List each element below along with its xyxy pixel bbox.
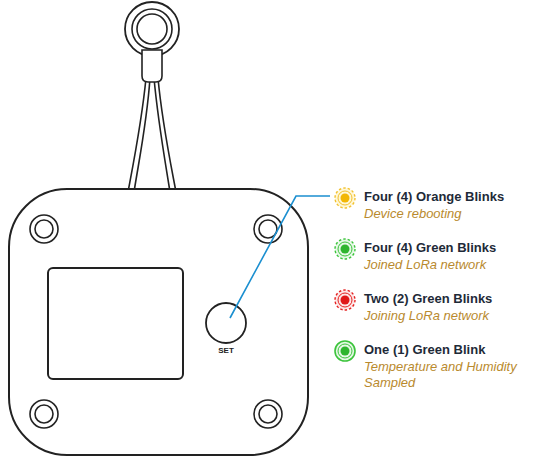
- led-icon: [335, 341, 355, 361]
- status-title: Four (4) Green Blinks: [364, 240, 496, 256]
- status-description: Temperature and Humidity Sampled: [364, 359, 539, 390]
- led-icon: [335, 239, 355, 259]
- lanyard-strap: [154, 78, 176, 192]
- led-icon: [335, 188, 355, 208]
- lanyard-ring: [132, 9, 172, 49]
- status-description: Joined LoRa network: [364, 257, 539, 273]
- status-description: Joining LoRa network: [364, 308, 539, 324]
- status-description: Device rebooting: [364, 206, 539, 222]
- screw-holes: [30, 215, 282, 428]
- leader-line: [230, 196, 330, 318]
- button-label: SET: [218, 346, 234, 356]
- set-button: [206, 303, 246, 343]
- lanyard-ring: [137, 14, 167, 44]
- status-title: One (1) Green Blink: [364, 342, 485, 358]
- lanyard-ring: [125, 2, 179, 56]
- display-screen: [48, 268, 183, 379]
- status-title: Four (4) Orange Blinks: [364, 189, 504, 205]
- lanyard-clip: [142, 50, 162, 82]
- lanyard-strap: [128, 78, 150, 192]
- status-title: Two (2) Green Blinks: [364, 291, 492, 307]
- device-housing: [9, 189, 308, 455]
- led-icon: [335, 290, 355, 310]
